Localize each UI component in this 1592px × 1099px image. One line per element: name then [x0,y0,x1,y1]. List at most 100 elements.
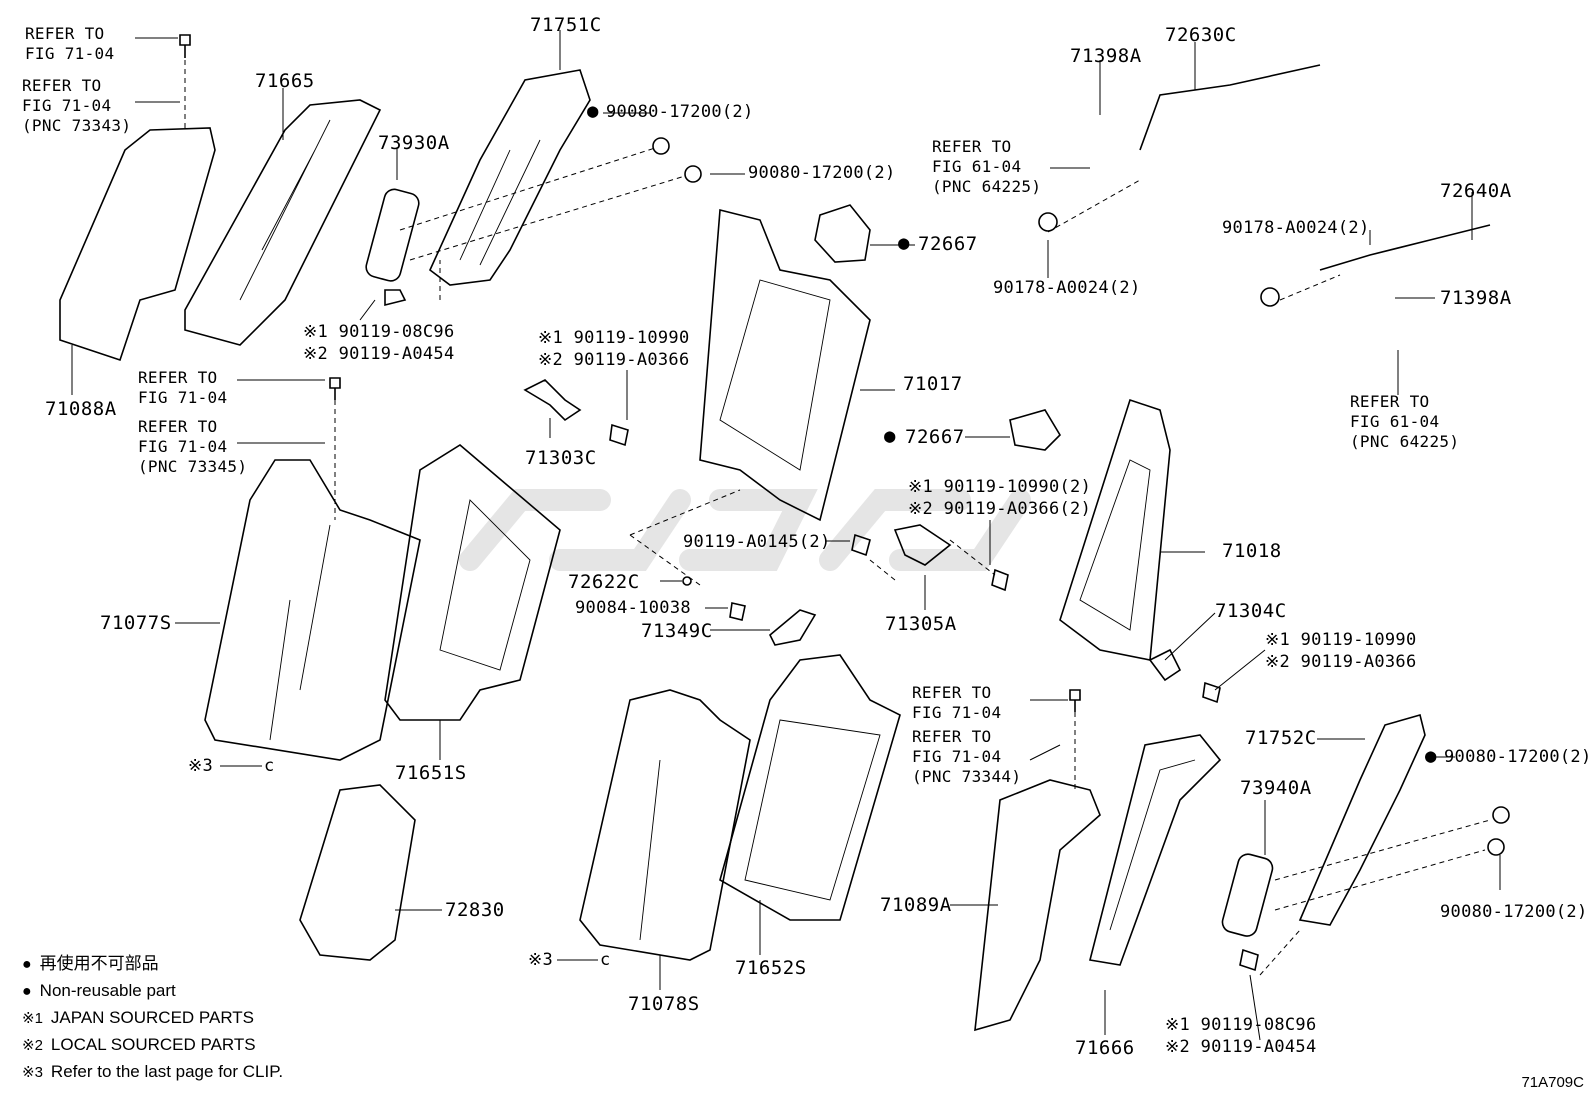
refer-to-3[interactable]: REFER TO FIG 71-04 [138,368,227,408]
refer-to-8-line2: FIG 71-04 [912,747,1002,766]
refer-to-7-line2: FIG 71-04 [912,703,1002,722]
clip-mark-1-label: ※3 [188,756,214,776]
label-71398a-right: 71398A [1440,287,1512,309]
label-72667-mid: 72667 [905,426,965,448]
nut-90080-d-icon [1487,838,1505,856]
label-bracket-bolt-jp: ※1 90119-10990 [538,328,690,348]
part-71666-shape [1089,734,1222,966]
label-72630c: 72630C [1165,24,1237,46]
label-71088a: 71088A [45,398,117,420]
label-right-bolt-jp: ※1 90119-10990 [1265,630,1417,650]
refer-to-4-line1: REFER TO [138,417,218,436]
label-right-bolt-local: ※2 90119-A0366 [1265,652,1417,672]
clip-icon-1: c [264,756,275,776]
label-90178-a0024-b: 90178-A0024(2) [993,278,1141,298]
label-center-bolt-jp: ※1 90119-10990(2) [908,477,1092,497]
refer-to-5[interactable]: REFER TO FIG 61-04 (PNC 64225) [932,137,1041,197]
label-71651s: 71651S [395,762,467,784]
nonreusable-dot-72667-top-icon: ● [898,232,910,254]
refer-to-2-line3: (PNC 73343) [22,116,132,135]
part-71088a-shape [59,127,216,362]
part-71751c-shape [429,69,591,286]
label-bottom-bolt-local: ※2 90119-A0454 [1165,1037,1317,1057]
refer-to-6[interactable]: REFER TO FIG 61-04 (PNC 64225) [1350,392,1459,452]
label-71665: 71665 [255,70,315,92]
refer-to-8[interactable]: REFER TO FIG 71-04 (PNC 73344) [912,727,1021,787]
label-71305a: 71305A [885,613,957,635]
label-72622c: 72622C [568,571,640,593]
label-center-bolt-local: ※2 90119-A0366(2) [908,499,1092,519]
bolt-right-icon [1202,681,1221,704]
part-71665-shape [184,99,382,346]
screw-top-left-icon [179,34,191,58]
label-71751c: 71751C [530,14,602,36]
refer-to-7[interactable]: REFER TO FIG 71-04 [912,683,1001,723]
refer-to-1-line2: FIG 71-04 [25,44,115,63]
label-73930a: 73930A [378,132,450,154]
label-71666: 71666 [1075,1037,1135,1059]
legend-m2-text: LOCAL SOURCED PARTS [50,1035,256,1054]
label-90080-17200-a: 90080-17200(2) [606,102,754,122]
label-71018: 71018 [1222,540,1282,562]
refer-to-4[interactable]: REFER TO FIG 71-04 (PNC 73345) [138,417,247,477]
label-90080-17200-b: 90080-17200(2) [748,163,896,183]
clip-mark-1: ※3 [188,756,213,776]
label-72640a: 72640A [1440,180,1512,202]
refer-to-6-line3: (PNC 64225) [1350,432,1460,451]
label-72830: 72830 [445,899,505,921]
refer-to-2[interactable]: REFER TO FIG 71-04 (PNC 73343) [22,76,131,136]
bolt-left-icon [384,289,407,307]
refer-to-8-line3: (PNC 73344) [912,767,1022,786]
part-71304c-shape [1148,648,1182,682]
bolt-bracket-icon [609,423,629,447]
refer-to-2-line2: FIG 71-04 [22,96,112,115]
part-71349c-shape [769,609,817,646]
label-90178-a0024-a: 90178-A0024(2) [1222,218,1370,238]
refer-to-1[interactable]: REFER TO FIG 71-04 [25,24,114,64]
watermark-logo [459,489,1031,571]
label-bottom-bolt-jp: ※1 90119-08C96 [1165,1015,1317,1035]
part-73930a-shape [365,188,420,282]
legend-m3-mark: ※3 [22,1064,43,1081]
legend-dot-icon: ● [22,983,32,1000]
part-71305a-shape [893,524,952,566]
washer-72622c-icon [682,576,692,586]
label-71089a: 71089A [880,894,952,916]
label-73940a: 73940A [1240,777,1312,799]
label-71078s: 71078S [628,993,700,1015]
clip-mark-2: ※3 [528,950,553,970]
part-71651s-shape [384,444,561,721]
refer-to-4-line2: FIG 71-04 [138,437,228,456]
nut-90080-b-icon [684,165,702,183]
refer-to-5-line1: REFER TO [932,137,1012,156]
label-71077s: 71077S [100,612,172,634]
part-71078s-shape [579,689,751,961]
figure-code: 71A709C [1521,1074,1584,1091]
label-71652s: 71652S [735,957,807,979]
part-71303c-shape [523,379,582,422]
clip-mark-2-label: ※3 [528,950,554,970]
part-72667-top-shape [814,204,871,263]
label-90080-17200-d: 90080-17200(2) [1440,902,1588,922]
bolt-bottom-icon [1239,948,1259,972]
legend-m1-text: JAPAN SOURCED PARTS [50,1008,255,1027]
legend-row-jp: ●再使用不可部品 [22,951,283,978]
refer-to-2-line1: REFER TO [22,76,102,95]
legend-jp-text: 再使用不可部品 [39,954,159,973]
nut-90080-c-icon [1492,806,1510,824]
refer-to-1-line1: REFER TO [25,24,105,43]
refer-to-5-line3: (PNC 64225) [932,177,1042,196]
screw-mid-right-icon [1069,689,1081,712]
refer-to-4-line3: (PNC 73345) [138,457,248,476]
part-71018-shape [1059,398,1171,661]
label-90080-17200-c: 90080-17200(2) [1444,747,1592,767]
label-90119-a0145: 90119-A0145(2) [683,532,831,552]
part-71652s-shape [719,654,901,921]
label-71349c: 71349C [641,620,713,642]
legend-row-en: ●Non-reusable part [22,978,283,1005]
part-72667-mid-shape [1009,409,1062,451]
part-72630c-shape [1139,64,1321,151]
